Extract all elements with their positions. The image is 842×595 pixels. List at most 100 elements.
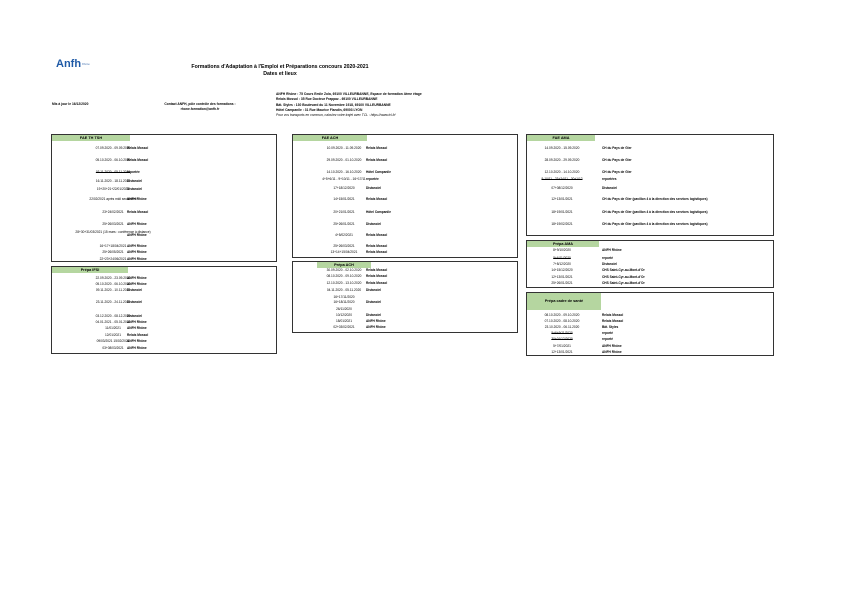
session-location: ANFH Rhône bbox=[127, 282, 147, 286]
session-date: 11/01/2021 bbox=[105, 326, 121, 330]
session-location: ANFH Rhône bbox=[127, 244, 147, 248]
contact-info: Contact ANFH, pôle contrôle des formatio… bbox=[150, 102, 250, 113]
block-title: FAE TH TSH bbox=[52, 135, 130, 141]
session-date: 10.09.2020 - 11.09.2020 bbox=[326, 146, 362, 150]
logo-text: Anfh bbox=[56, 58, 82, 70]
session-location: Relais Mossol bbox=[366, 268, 388, 272]
session-date: 19+20+21+22/01/2021 bbox=[96, 187, 130, 191]
session-location: ANFH Rhône bbox=[127, 276, 147, 280]
session-location: ANFH Rhône bbox=[127, 222, 147, 226]
session-location: Relais Mossol bbox=[127, 146, 149, 150]
session-date: 10/12/2020 bbox=[336, 313, 352, 317]
session-location: Relais Mossol bbox=[602, 319, 624, 323]
session-date: 5+7/01/2021 bbox=[553, 344, 571, 348]
session-location: CH du Pays de Gier (pavillon 4 à la dire… bbox=[602, 210, 708, 214]
session-date: 25+26/01/2021 bbox=[333, 222, 355, 226]
schedule-row: 18+19/02/2021 CH du Pays de Gier (pavillo… bbox=[526, 222, 772, 227]
schedule-row: 25+26/01/2021 Distanciel bbox=[292, 222, 516, 227]
session-location: Distanciel bbox=[127, 300, 143, 304]
session-date: 14.10.2020 - 16.10.2020 bbox=[326, 170, 362, 174]
session-location: Relais Mossol bbox=[366, 244, 388, 248]
session-location: ANFH Rhône bbox=[602, 350, 622, 354]
session-date: 18+19/02/2021 bbox=[551, 222, 573, 226]
title-line-2: Dates et lieux bbox=[263, 71, 297, 77]
session-date: 16+17/11/2020 bbox=[333, 295, 355, 299]
session-date: 16+18/11/2020 bbox=[333, 300, 355, 304]
session-location: CH du Pays de Gier bbox=[602, 146, 632, 150]
session-location: Hôtel Campanile bbox=[366, 210, 391, 214]
session-date: 7+8/12/2020 bbox=[553, 262, 571, 266]
block-prepa-ama bbox=[526, 240, 774, 288]
session-date: 09.11.2020 - 10.11.2020 bbox=[95, 288, 131, 292]
session-location: Distanciel bbox=[127, 288, 143, 292]
session-date: 26/11/2020 bbox=[336, 307, 352, 311]
schedule-row: 08.10.2020 - 09.10.2020 Relais Mossol bbox=[526, 313, 772, 318]
session-date: 12+13/01/2021 bbox=[551, 197, 573, 201]
session-date: 5+6+9/11/2020 bbox=[551, 331, 573, 335]
session-location: CHS Saint-Cyr-au-Mont-d'Or bbox=[602, 268, 645, 272]
session-date: 09/03/2021 15/02/2021 bbox=[96, 339, 130, 343]
session-date: 08.10.2020 - 09.10.2020 bbox=[544, 313, 580, 317]
block-prepa-ifsi bbox=[51, 266, 277, 354]
session-location: ANFH Rhône bbox=[602, 248, 622, 252]
session-location: Relais Mossol bbox=[602, 313, 624, 317]
session-date: 17+18/12/2020 bbox=[333, 186, 355, 190]
session-location: CH du Pays de Gier (pavillon 4 à la dire… bbox=[602, 222, 708, 226]
session-location: ANFH Rhône bbox=[127, 250, 147, 254]
session-location: Distanciel bbox=[366, 313, 382, 317]
session-location: ANFH Rhône bbox=[127, 257, 147, 261]
block-fae-ama bbox=[526, 134, 774, 236]
session-date: 5+6/11/2020 bbox=[553, 256, 571, 260]
session-location: Distanciel bbox=[127, 314, 143, 318]
block-title: Prépa ACH bbox=[317, 262, 371, 268]
session-location: Distanciel bbox=[366, 222, 382, 226]
session-location: reportée bbox=[127, 170, 140, 174]
session-date: 28.09.2020 - 29.09.2020 bbox=[544, 158, 580, 162]
session-location: Distanciel bbox=[602, 262, 618, 266]
session-location: Relais Mossol bbox=[366, 197, 388, 201]
session-date: 13+14+15/04/2021 bbox=[330, 250, 358, 254]
session-date: 28+30+31/03/2021 (15 mars : conférence à… bbox=[75, 230, 151, 234]
session-date: 14+15/12/2020 bbox=[551, 268, 573, 272]
block-title: Prépa cadre de santé bbox=[527, 293, 601, 310]
block-title: FAE AMA bbox=[527, 135, 595, 141]
session-location: Distanciel bbox=[127, 187, 143, 191]
block-title: FAE ACH bbox=[293, 135, 367, 141]
session-location: CH du Pays de Gier bbox=[602, 158, 632, 162]
schedule-row: 26/11/2020 bbox=[292, 307, 516, 312]
session-date: 03.11.2020 - 05.11.2020 bbox=[95, 170, 131, 174]
session-date: 9-10/11 - 23+24/11 - 30+1/12 bbox=[541, 177, 583, 181]
session-date: 25+26/05/2021 bbox=[102, 250, 124, 254]
session-location: ANFH Rhône bbox=[127, 346, 147, 350]
contact-email: rhone.formation@anfh.fr bbox=[180, 107, 220, 112]
schedule-row: 28+30+31/03/2021 (15 mars : conférence à… bbox=[51, 230, 275, 238]
session-date: 30.09.2020 - 02.10.2020 bbox=[326, 268, 362, 272]
